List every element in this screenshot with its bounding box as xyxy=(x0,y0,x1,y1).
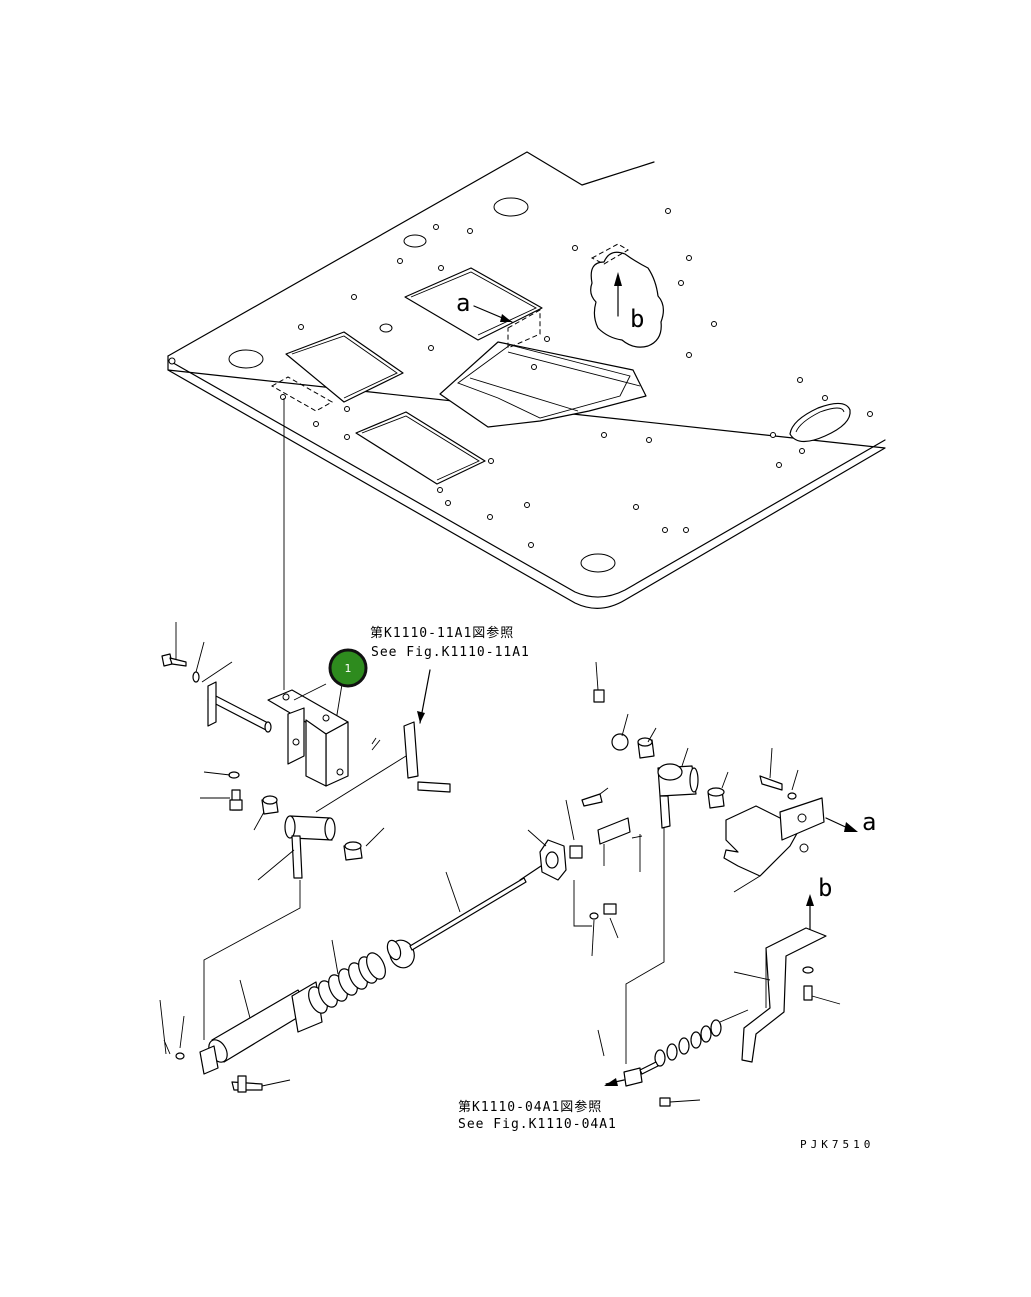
pivot-shaft xyxy=(201,661,272,733)
view-letter-b: b xyxy=(630,305,644,333)
view-marker-a-lower: a xyxy=(825,808,876,836)
callout-upper-en: See Fig.K1110-11A1 xyxy=(371,645,530,660)
cable-assembly xyxy=(597,1009,749,1107)
pedal-bracket xyxy=(267,683,349,787)
bushing-left xyxy=(253,795,279,831)
view-letter-a-lower: a xyxy=(862,808,876,836)
part-number-badge[interactable]: 1 xyxy=(328,648,368,688)
view-marker-a-upper: a xyxy=(456,289,513,323)
callout-lower: 第K1110-04A1図参照 See Fig.K1110-04A1 xyxy=(458,1099,617,1132)
rod-to-upper-callout xyxy=(315,669,451,813)
callout-upper: 第K1110-11A1図参照 See Fig.K1110-11A1 xyxy=(370,625,530,660)
flange-plate xyxy=(527,799,619,957)
pedal-lever xyxy=(257,815,336,881)
view-letter-b-lower: b xyxy=(818,874,832,902)
washer-and-bolt-left xyxy=(200,771,243,811)
push-rod xyxy=(386,859,551,969)
part-number-badge-label: 1 xyxy=(345,662,352,675)
cable-bracket xyxy=(733,927,841,1063)
view-marker-b-upper: b xyxy=(614,272,644,333)
callout-upper-jp: 第K1110-11A1図参照 xyxy=(370,625,514,641)
sleeve xyxy=(625,747,699,1064)
callout-lower-en: See Fig.K1110-04A1 xyxy=(458,1117,617,1132)
clevis-parts xyxy=(581,661,657,872)
right-bracket xyxy=(723,747,825,893)
bushing-center-right xyxy=(707,771,729,809)
bolt-upper-left xyxy=(161,622,205,683)
callout-lower-jp: 第K1110-04A1図参照 xyxy=(458,1099,602,1115)
view-letter-a: a xyxy=(456,289,470,317)
drawing-code: PJK7510 xyxy=(800,1138,874,1151)
view-marker-b-lower: b xyxy=(806,874,832,931)
bushing-right xyxy=(343,827,385,861)
floor-plate xyxy=(167,151,886,609)
spring-cylinder xyxy=(159,880,386,1093)
